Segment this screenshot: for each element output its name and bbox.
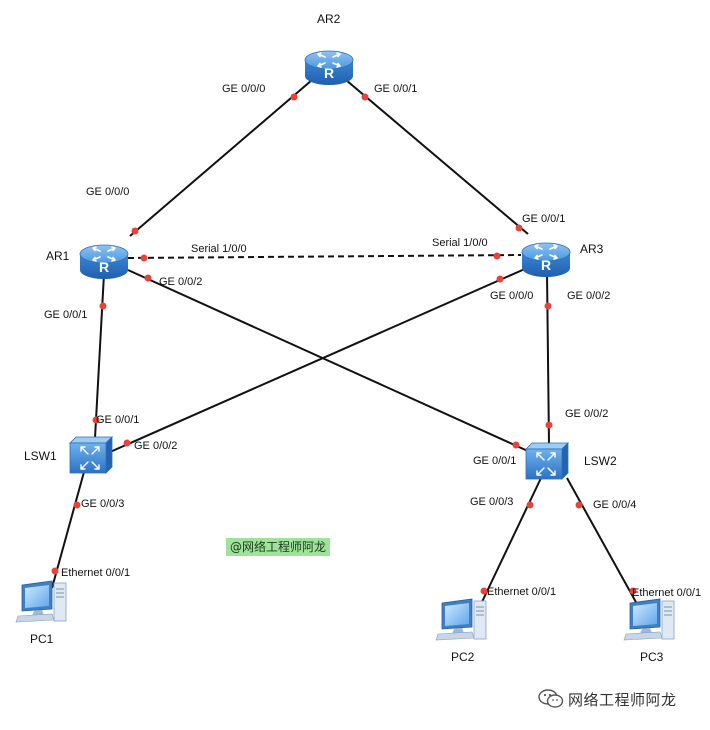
device-label-ar3: AR3	[580, 242, 604, 256]
pc-icon-pc3[interactable]	[623, 598, 675, 641]
port-dot-ar2-ge001	[361, 93, 369, 101]
link-ar1-ar3-serial	[127, 254, 522, 259]
port-label-lsw2-ge002: GE 0/0/2	[565, 408, 609, 420]
port-dot-ar1-ge002	[144, 274, 152, 282]
port-dot-lsw2-ge002	[545, 421, 553, 429]
port-dot-lsw1-ge002	[123, 439, 131, 447]
device-label-pc2: PC2	[451, 650, 475, 664]
port-dot-lsw1-ge003	[73, 501, 81, 509]
router-icon-ar2[interactable]	[304, 50, 354, 86]
watermark-center: @网络工程师阿龙	[226, 538, 331, 556]
device-label-pc3: PC3	[640, 650, 664, 664]
port-dot-lsw2-ge003	[526, 501, 534, 509]
link-ar2-ar3	[345, 79, 529, 235]
device-label-ar2: AR2	[317, 12, 341, 26]
port-label-lsw1-ge001: GE 0/0/1	[96, 414, 140, 426]
link-ar2-ar1	[129, 79, 313, 237]
port-dot-ar1-ge001	[99, 302, 107, 310]
port-label-lsw1-ge002: GE 0/0/2	[134, 440, 178, 452]
port-dot-ar1-ge000	[131, 227, 139, 235]
links	[51, 79, 638, 605]
device-label-lsw1: LSW1	[24, 449, 57, 463]
port-label-ar3-serial: Serial 1/0/0	[432, 237, 488, 249]
port-label-lsw2-ge001: GE 0/0/1	[473, 455, 517, 467]
port-label-ar2-ge000: GE 0/0/0	[222, 83, 266, 95]
link-lsw2-pc3	[566, 477, 638, 605]
port-dot-ar1-serial	[140, 254, 148, 262]
wechat-icon	[538, 689, 564, 708]
watermark-bottom: 网络工程师阿龙	[568, 691, 677, 709]
link-ar1-lsw1	[94, 273, 105, 439]
port-dot-lsw2-ge001	[512, 441, 520, 449]
link-lsw2-pc2	[480, 477, 542, 605]
port-label-ar1-serial: Serial 1/0/0	[191, 243, 247, 255]
port-dot-lsw1-ge001	[92, 416, 100, 424]
port-dot-ar3-ge000	[496, 275, 504, 283]
router-icon-ar1[interactable]	[79, 244, 129, 280]
port-label-lsw1-ge003: GE 0/0/3	[81, 498, 125, 510]
port-label-ar2-ge001: GE 0/0/1	[374, 83, 418, 95]
port-label-ar1-ge001: GE 0/0/1	[44, 309, 88, 321]
port-label-ar1-ge000: GE 0/0/0	[86, 186, 130, 198]
port-label-ar1-ge002: GE 0/0/2	[159, 276, 203, 288]
pc-icon-pc1[interactable]	[15, 580, 67, 623]
port-dot-ar3-serial	[493, 252, 501, 260]
pc-icon-pc2[interactable]	[435, 598, 487, 641]
port-label-pc2-eth: Ethernet 0/0/1	[487, 586, 557, 598]
port-label-pc3-eth: Ethernet 0/0/1	[632, 587, 702, 599]
device-label-lsw2: LSW2	[584, 454, 617, 468]
port-label-lsw2-ge003: GE 0/0/3	[470, 496, 514, 508]
link-ar3-lsw2	[546, 272, 550, 445]
port-dot-pc1-eth	[51, 567, 59, 575]
switch-icon-lsw1[interactable]	[69, 436, 113, 474]
port-label-ar3-ge001: GE 0/0/1	[522, 213, 566, 225]
port-dot-pc3-eth	[629, 587, 637, 595]
device-label-ar1: AR1	[46, 249, 70, 263]
port-label-lsw2-ge004: GE 0/0/4	[593, 499, 637, 511]
port-dots	[51, 93, 637, 595]
device-label-pc1: PC1	[30, 632, 54, 646]
link-ar3-lsw1	[109, 267, 528, 453]
port-dot-lsw2-ge004	[575, 501, 583, 509]
port-label-pc1-eth: Ethernet 0/0/1	[61, 567, 131, 579]
port-label-ar3-ge000: GE 0/0/0	[490, 290, 534, 302]
port-dot-ar2-ge000	[290, 93, 298, 101]
router-icon-ar3[interactable]	[521, 242, 571, 278]
port-label-ar3-ge002: GE 0/0/2	[567, 290, 611, 302]
port-dot-pc2-eth	[480, 587, 488, 595]
port-dot-ar3-ge001	[515, 224, 523, 232]
link-ar1-lsw2	[127, 269, 531, 453]
switch-icon-lsw2[interactable]	[525, 442, 569, 480]
port-dot-ar3-ge002	[544, 302, 552, 310]
